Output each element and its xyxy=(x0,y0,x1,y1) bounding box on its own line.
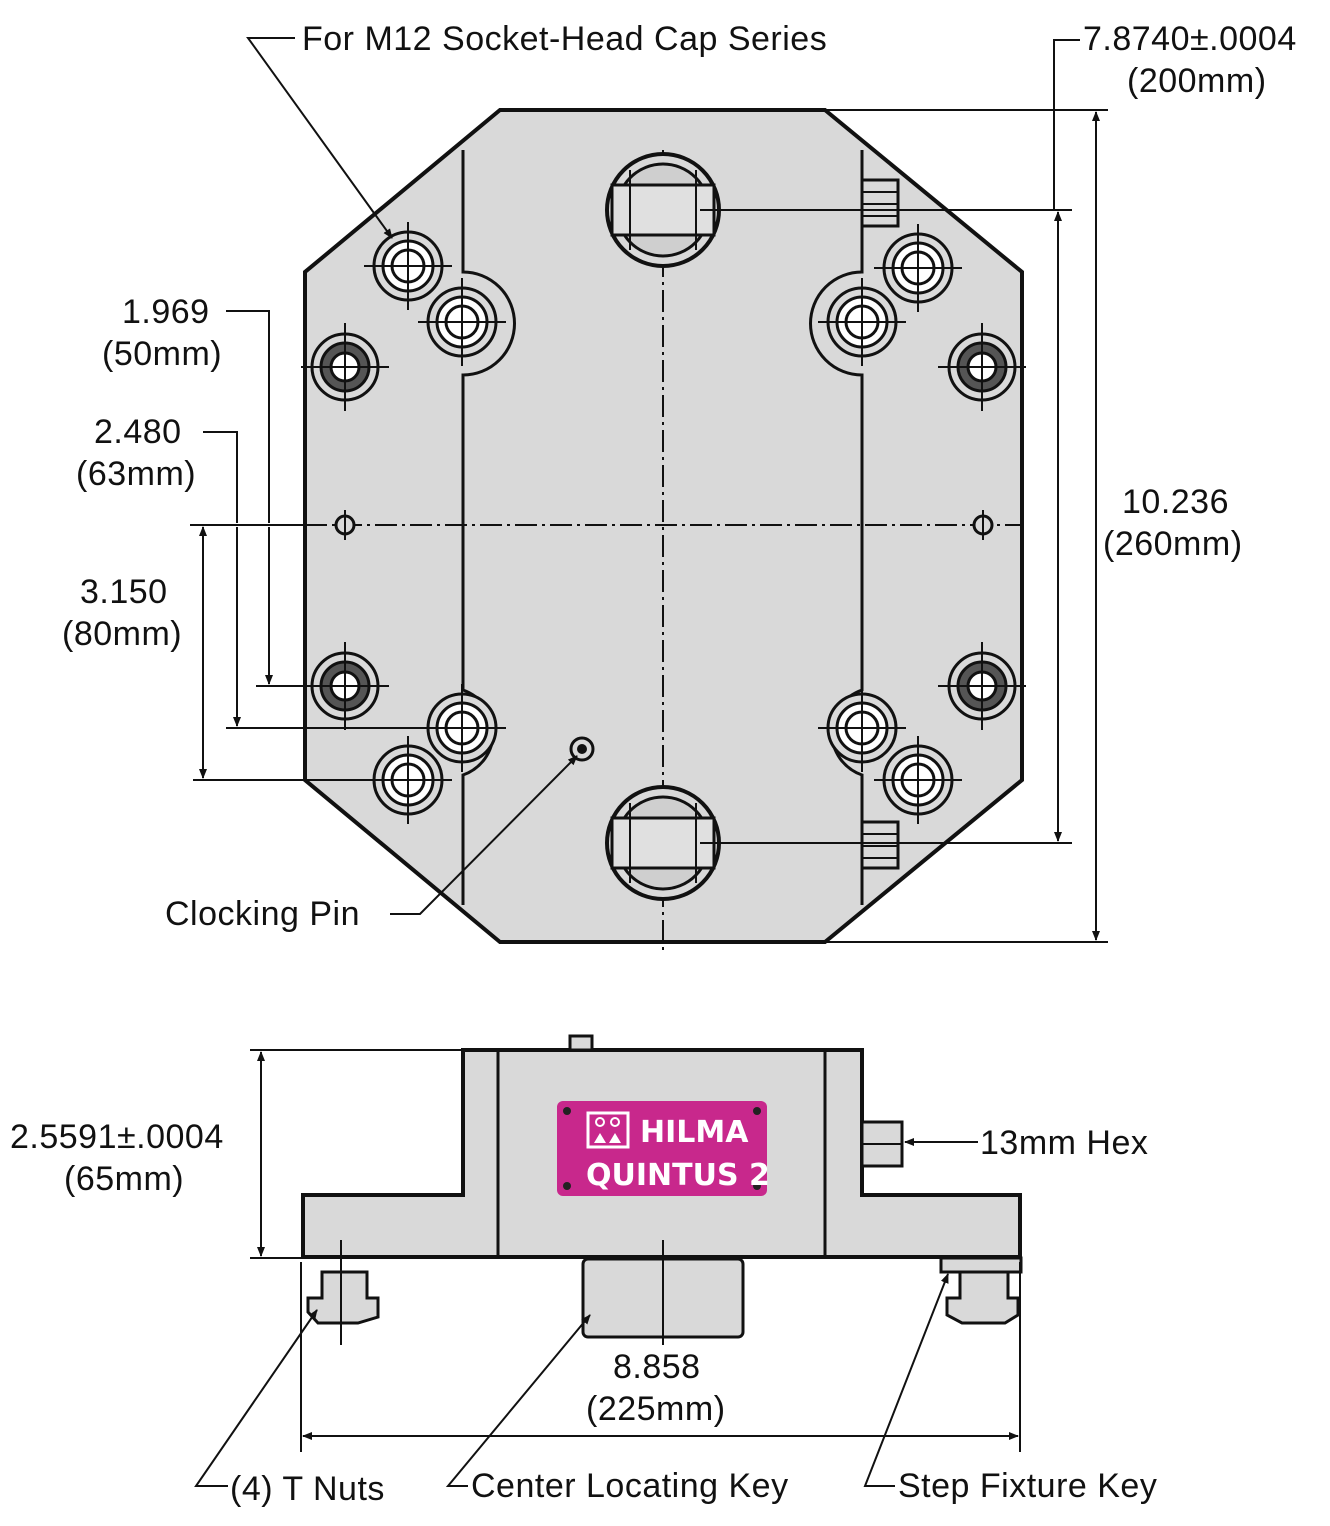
clocking-pin-label: Clocking Pin xyxy=(165,895,360,933)
dim-63-inch: 2.480 xyxy=(94,413,182,451)
locating-pin-icon xyxy=(972,510,994,540)
t-nuts-label: (4) T Nuts xyxy=(230,1470,385,1508)
dim-225-inch: 8.858 xyxy=(613,1348,701,1386)
nameplate: HILMA QUINTUS 2 xyxy=(557,1101,770,1196)
center-key-label: Center Locating Key xyxy=(471,1467,789,1505)
screw-note-label: For M12 Socket-Head Cap Series xyxy=(302,20,827,58)
nameplate-brand: HILMA xyxy=(640,1115,749,1150)
hex-tab-top-icon xyxy=(860,178,900,228)
hilma-logo-icon xyxy=(586,1111,630,1149)
side-view-dimension-lines xyxy=(194,1049,1021,1487)
hex-label: 13mm Hex xyxy=(980,1124,1148,1162)
clocking-pin-icon xyxy=(569,736,595,762)
step-key-label: Step Fixture Key xyxy=(898,1467,1157,1505)
top-key-icon xyxy=(605,152,721,268)
dim-50-inch: 1.969 xyxy=(122,293,210,331)
dim-50-mm: (50mm) xyxy=(102,335,222,373)
top-stub xyxy=(568,1034,594,1052)
dim-80-inch: 3.150 xyxy=(80,573,168,611)
t-nut-icon xyxy=(945,1270,1020,1325)
top-view xyxy=(299,108,1028,955)
dim-200-inch: 7.8740±.0004 xyxy=(1083,20,1297,58)
locating-pin-icon xyxy=(334,510,356,540)
dim-80-mm: (80mm) xyxy=(62,615,182,653)
dim-63-mm: (63mm) xyxy=(76,455,196,493)
dim-260-inch: 10.236 xyxy=(1122,483,1229,521)
top-view-dimension-lines xyxy=(190,37,1108,943)
dim-65-mm: (65mm) xyxy=(64,1160,184,1198)
dim-225-mm: (225mm) xyxy=(586,1390,726,1428)
hex-nut-icon xyxy=(860,1120,904,1168)
side-view: HILMA QUINTUS 2 xyxy=(301,1034,1023,1345)
nameplate-model: QUINTUS 2 xyxy=(586,1158,770,1193)
bottom-key-icon xyxy=(605,785,721,901)
step-fixture-key xyxy=(939,1256,1023,1274)
t-nut-icon xyxy=(306,1270,380,1325)
dim-65-inch: 2.5591±.0004 xyxy=(10,1118,224,1156)
hex-tab-bottom-icon xyxy=(860,820,900,870)
dim-260-mm: (260mm) xyxy=(1103,525,1243,563)
dim-200-mm: (200mm) xyxy=(1127,62,1267,100)
